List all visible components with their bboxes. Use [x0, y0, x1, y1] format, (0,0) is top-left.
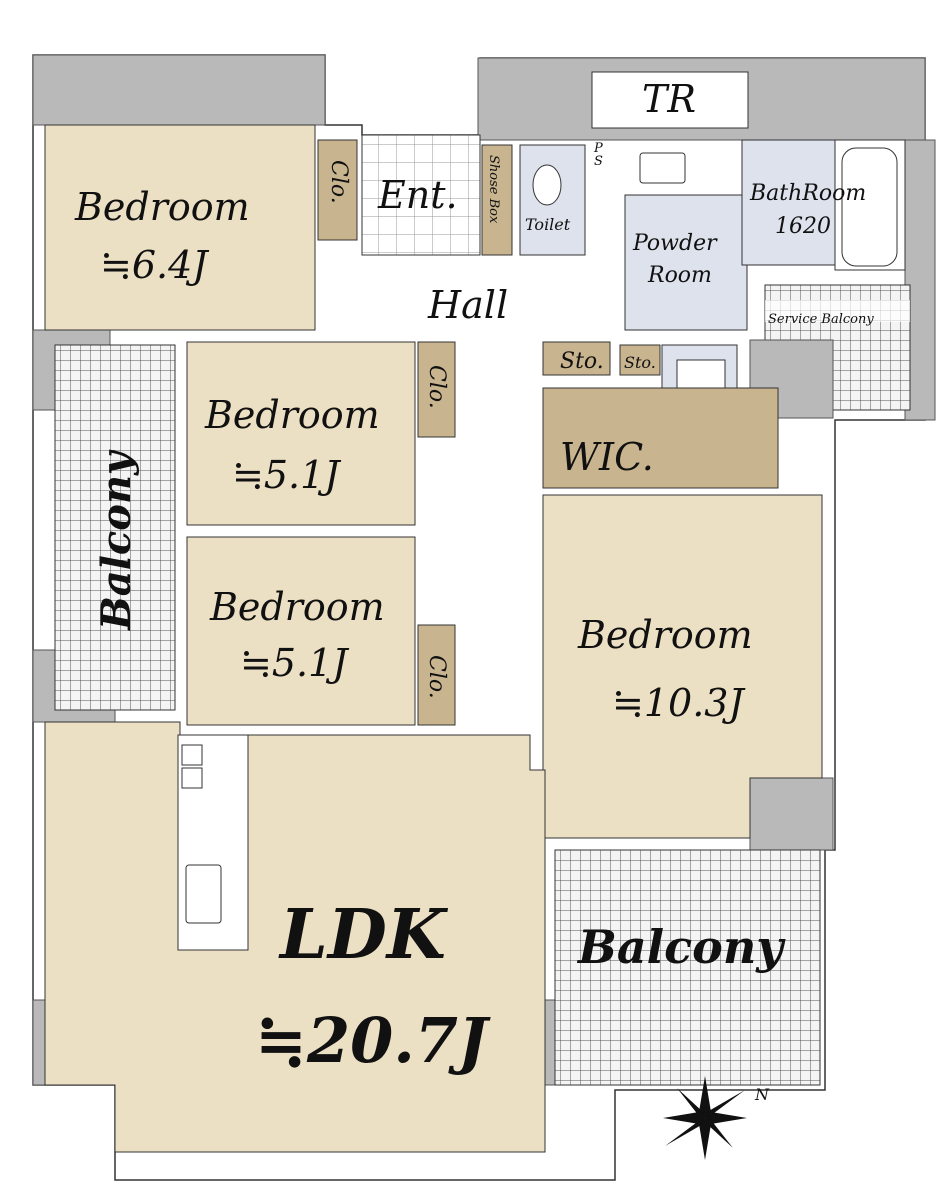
- bedroom2-label: Bedroom: [204, 393, 380, 437]
- wic-label: WIC.: [560, 435, 654, 479]
- powder-label: Room: [647, 263, 712, 288]
- ldk: [44, 721, 546, 1153]
- tr-label: TR: [642, 77, 696, 121]
- entrance-label: Ent.: [377, 173, 458, 217]
- bedroom1-label: Bedroom: [74, 185, 250, 229]
- storage-1: [542, 341, 611, 376]
- shoe-box-label: Shose Box: [486, 155, 501, 224]
- compass-icon: [663, 1076, 747, 1160]
- bedroom-6-4j: [44, 124, 316, 331]
- toilet-label: Toilet: [525, 215, 571, 234]
- closet-2: [417, 341, 456, 438]
- hall-label: Hall: [427, 283, 508, 327]
- closet-1: [317, 139, 358, 241]
- closet1-label: Clo.: [326, 160, 351, 204]
- closet3-label: Clo.: [424, 655, 449, 699]
- closet-3: [417, 624, 456, 726]
- balcony-right-label: Balcony: [576, 920, 786, 974]
- walk-in-closet: [542, 387, 779, 489]
- compass-north-label: N: [754, 1085, 770, 1104]
- bedroom-5-1j-upper: [186, 341, 416, 526]
- balcony-left-label: Balcony: [93, 449, 140, 631]
- bathroom: [741, 139, 836, 266]
- shoe-box: [481, 144, 513, 256]
- ldk-label: LDK: [278, 895, 449, 975]
- tr-box: [591, 71, 749, 129]
- powder-label: Powder: [632, 231, 718, 256]
- storage1-label: Sto.: [560, 349, 604, 374]
- bedroom3-size: ≒5.1J: [240, 641, 349, 685]
- balcony-right: [554, 849, 821, 1086]
- bedroom-5-1j-lower: [186, 536, 416, 726]
- closet2-label: Clo.: [424, 365, 449, 409]
- bedroom1-size: ≒6.4J: [100, 243, 209, 287]
- bedroom4-size: ≒10.3J: [612, 681, 745, 725]
- bedroom2-size: ≒5.1J: [232, 453, 341, 497]
- storage-2: [619, 344, 661, 376]
- bedroom3-label: Bedroom: [209, 585, 385, 629]
- bedroom4-label: Bedroom: [577, 613, 753, 657]
- balcony-left: [54, 344, 176, 711]
- bathroom-size: 1620: [775, 214, 831, 239]
- powder-room: [624, 194, 748, 331]
- entrance: [361, 134, 481, 256]
- bathroom-label: BathRoom: [749, 181, 866, 206]
- service-balcony-label: Service Balcony: [768, 312, 874, 327]
- ldk-size: ≒20.7J: [255, 1004, 491, 1077]
- storage2-label: Sto.: [624, 353, 656, 372]
- ps-label: P: [593, 141, 603, 156]
- ps-label: S: [594, 154, 603, 169]
